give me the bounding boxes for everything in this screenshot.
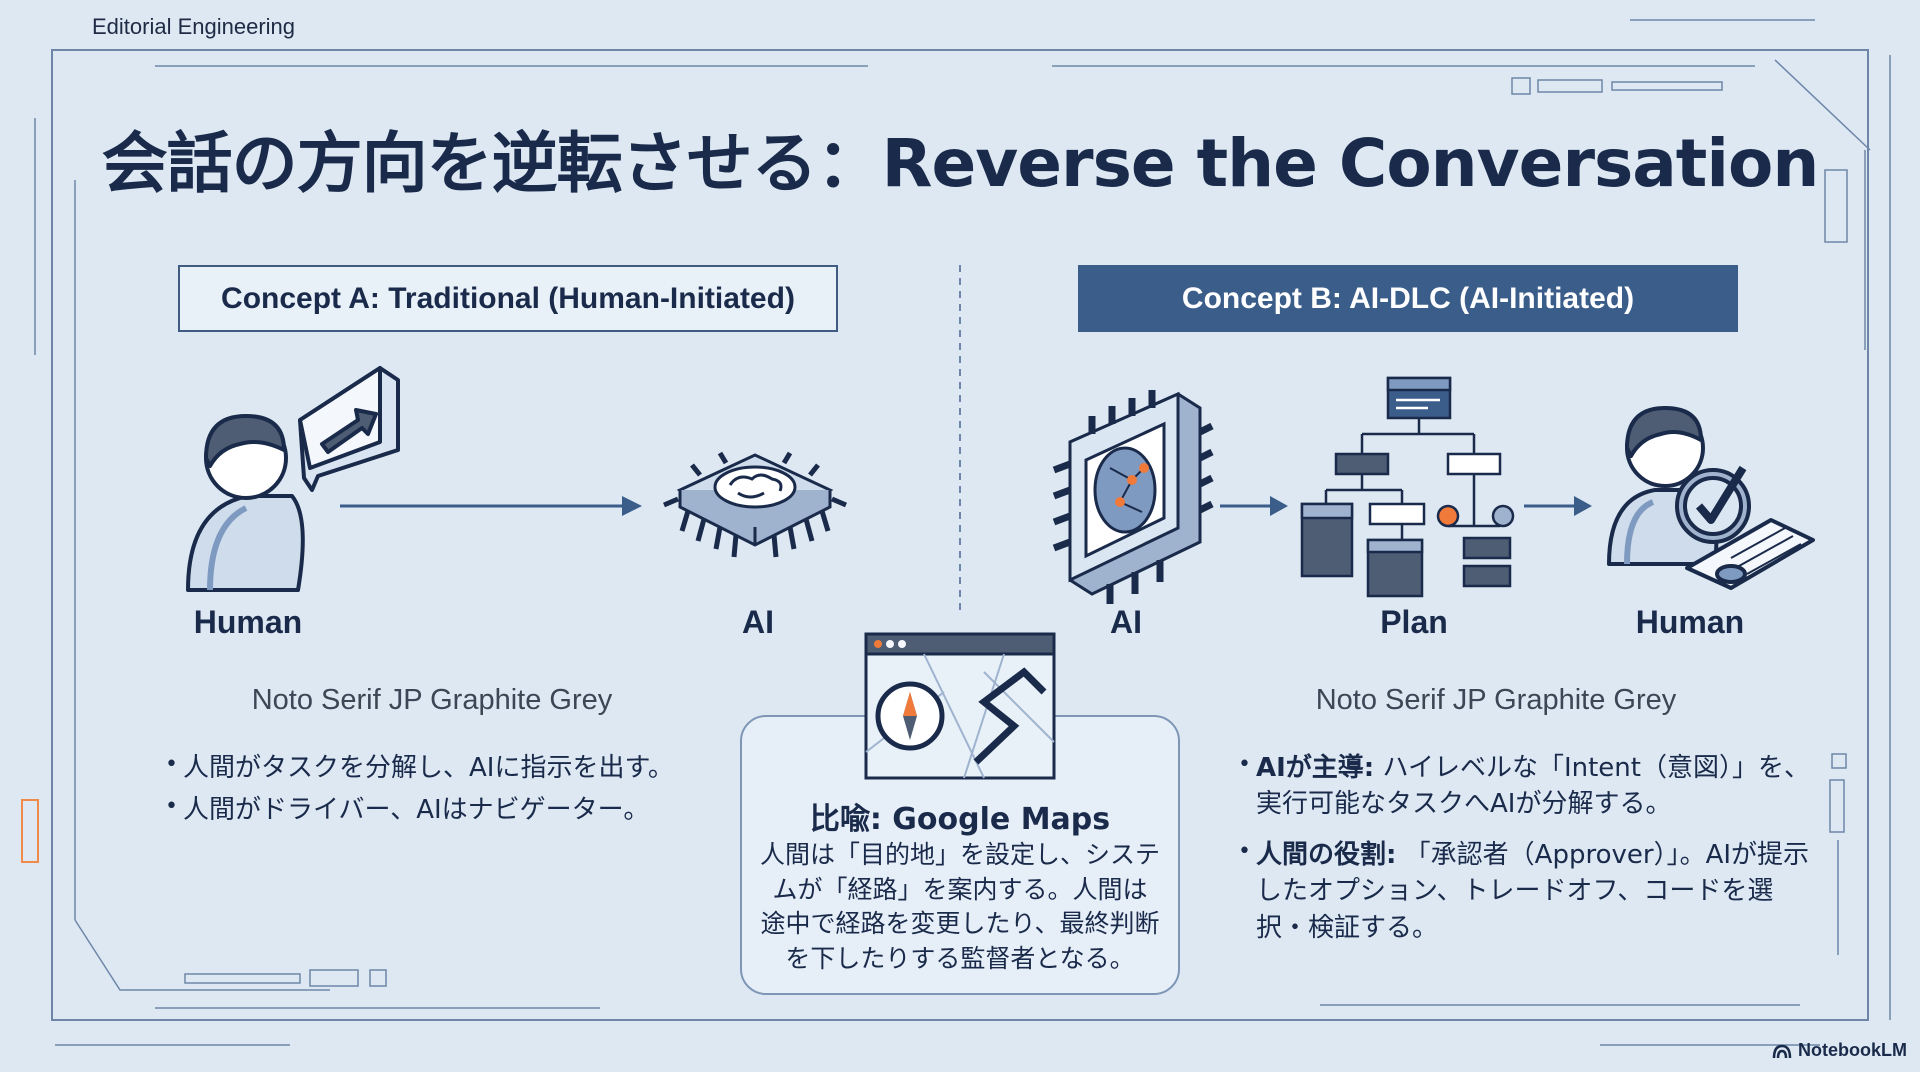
node-label-ai-b: AI: [1110, 604, 1142, 640]
brand-logo: NotebookLM: [1772, 1040, 1907, 1061]
metaphor-line: 人間は「目的地」を設定し、システ: [759, 840, 1160, 869]
bullet-text: ハイレベルな「Intent（意図）」を、: [1374, 753, 1810, 783]
page-title: 会話の方向を逆転させる：Reverse the Conversation: [101, 125, 1820, 202]
bullet-text: 「承認者（Approver）」。AIが提示: [1396, 839, 1810, 870]
metaphor-line: を下したりする監督者となる。: [785, 943, 1135, 973]
metaphor-line: 途中で経路を変更したり、最終判断: [760, 909, 1160, 938]
notebooklm-icon: [1772, 1044, 1792, 1058]
chip-brain-icon: [663, 451, 847, 558]
header-label: Editorial Engineering: [92, 14, 296, 39]
node-label-human-a: Human: [193, 604, 303, 640]
metaphor-line: ムが「経路」を案内する。人間は: [772, 874, 1148, 904]
bullet-strong: 人間の役割:: [1256, 839, 1397, 870]
brand-name: NotebookLM: [1798, 1040, 1907, 1060]
font-note-a: Noto Serif JP Graphite Grey: [251, 684, 613, 716]
person-approval-check-icon: [1607, 406, 1815, 590]
concept-b-bullets: AIが主導: ハイレベルな「Intent（意図）」を、 実行可能なタスクへAIが…: [1238, 750, 1838, 952]
bullet-text: したオプション、トレードオフ、コードを選: [1256, 876, 1774, 907]
concept-a-heading: Concept A: Traditional (Human-Initiated): [178, 265, 838, 332]
arrow-plan-to-human: [1524, 496, 1592, 516]
concept-a-bullet: 人間がタスクを分解し、AIに指示を出す。: [165, 750, 725, 786]
node-label-plan: Plan: [1380, 604, 1448, 640]
concept-b-heading: Concept B: AI-DLC (AI-Initiated): [1078, 265, 1738, 332]
metaphor-title: 比喩: Google Maps: [809, 802, 1111, 837]
concept-a-bullet: 人間がドライバー、AIはナビゲーター。: [165, 792, 725, 828]
chip-brain-network-icon: [1052, 390, 1214, 604]
concept-b-bullet: 人間の役割: 「承認者（Approver）」。AIが提示 したオプション、トレー…: [1238, 837, 1838, 946]
arrow-human-to-ai: [340, 496, 642, 516]
concept-b-bullet: AIが主導: ハイレベルな「Intent（意図）」を、 実行可能なタスクへAIが…: [1238, 750, 1838, 823]
bullet-text: 択・検証する。: [1256, 912, 1439, 943]
metaphor-text: 人間は「目的地」を設定し、システ ムが「経路」を案内する。人間は 途中で経路を変…: [755, 838, 1165, 976]
arrow-ai-to-plan: [1220, 496, 1288, 516]
person-speech-arrow-icon: [186, 366, 400, 592]
bullet-strong: AIが主導:: [1256, 753, 1375, 783]
node-label-human-b: Human: [1635, 604, 1745, 640]
concept-a-bullets: 人間がタスクを分解し、AIに指示を出す。 人間がドライバー、AIはナビゲーター。: [165, 750, 725, 835]
bullet-text: 実行可能なタスクへAIが分解する。: [1256, 789, 1672, 820]
plan-flowchart-icon: [1300, 376, 1515, 598]
node-label-ai-a: AI: [742, 604, 774, 640]
browser-map-compass-icon: [864, 632, 1056, 780]
font-note-b: Noto Serif JP Graphite Grey: [1315, 684, 1677, 716]
